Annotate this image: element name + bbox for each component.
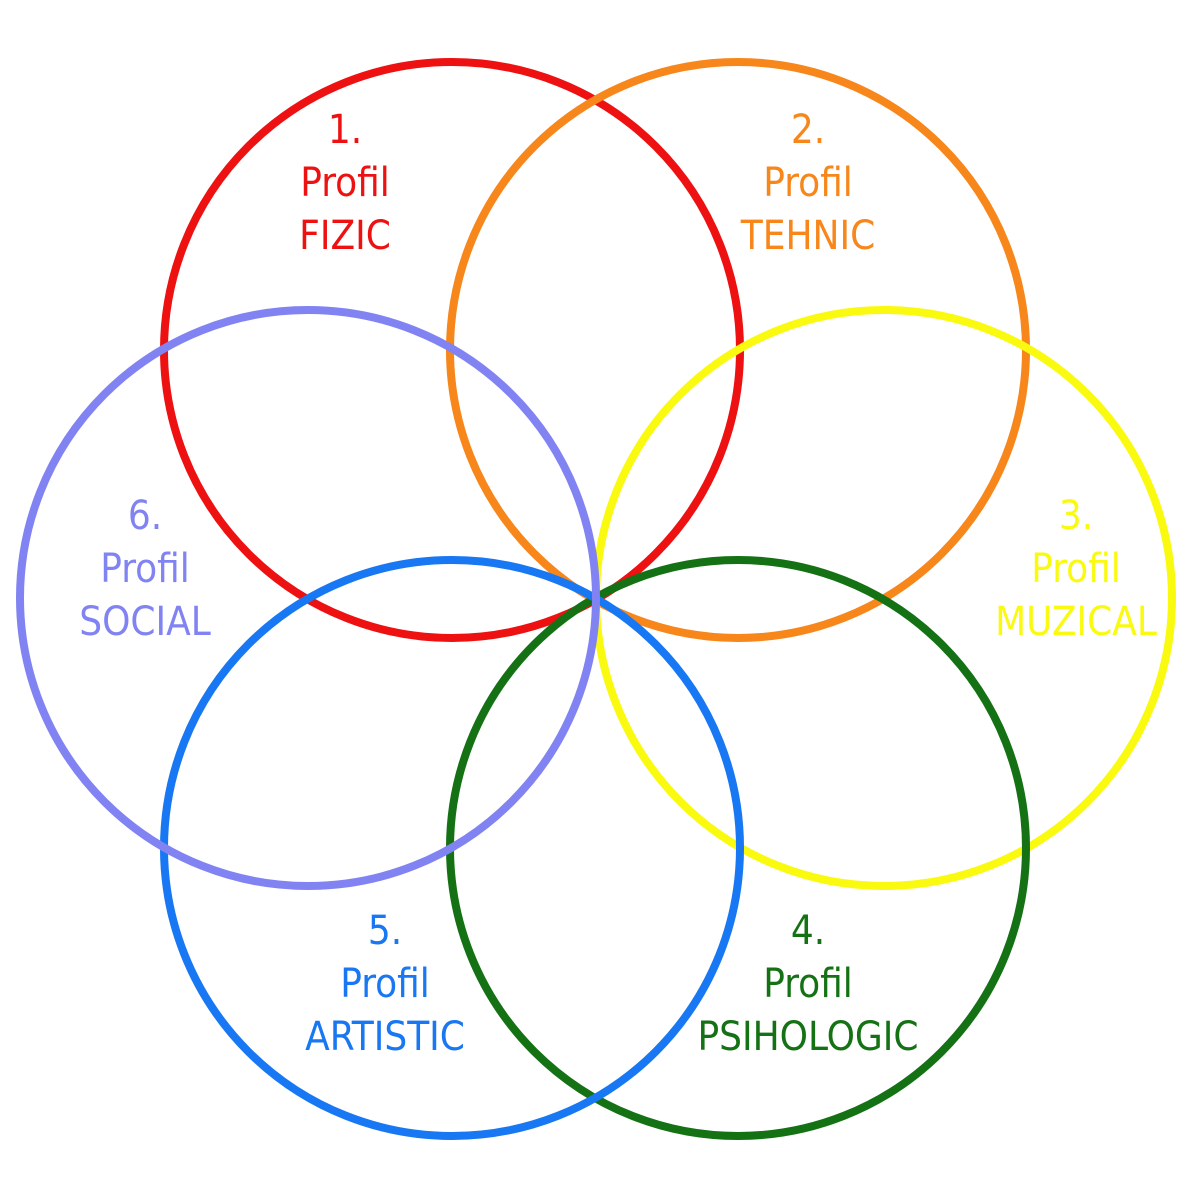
profile-number: 5. xyxy=(368,908,402,954)
circle-social xyxy=(16,306,600,890)
profile-number: 4. xyxy=(791,908,825,954)
profile-word: Profil xyxy=(763,160,853,206)
label-tehnic: 2. Profil TEHNIC xyxy=(740,107,875,259)
profile-name: SOCIAL xyxy=(79,599,211,645)
profile-word: Profil xyxy=(300,160,390,206)
profile-word: Profil xyxy=(340,961,430,1007)
label-muzical: 3. Profil MUZICAL xyxy=(995,493,1157,645)
profile-name: PSIHOLOGIC xyxy=(697,1014,918,1060)
label-social: 6. Profil SOCIAL xyxy=(79,493,211,645)
profile-name: MUZICAL xyxy=(995,599,1157,645)
profile-number: 6. xyxy=(128,493,162,539)
label-artistic: 5. Profil ARTISTIC xyxy=(305,908,465,1060)
profile-word: Profil xyxy=(1031,546,1121,592)
profile-number: 3. xyxy=(1059,493,1093,539)
profile-word: Profil xyxy=(100,546,190,592)
profile-name: ARTISTIC xyxy=(305,1014,465,1060)
label-fizic: 1. Profil FIZIC xyxy=(299,107,391,259)
profile-name: FIZIC xyxy=(299,213,391,259)
profile-word: Profil xyxy=(763,961,853,1007)
profile-number: 2. xyxy=(791,107,825,153)
profile-number: 1. xyxy=(328,107,362,153)
profile-name: TEHNIC xyxy=(740,213,875,259)
label-psihologic: 4. Profil PSIHOLOGIC xyxy=(697,908,918,1060)
